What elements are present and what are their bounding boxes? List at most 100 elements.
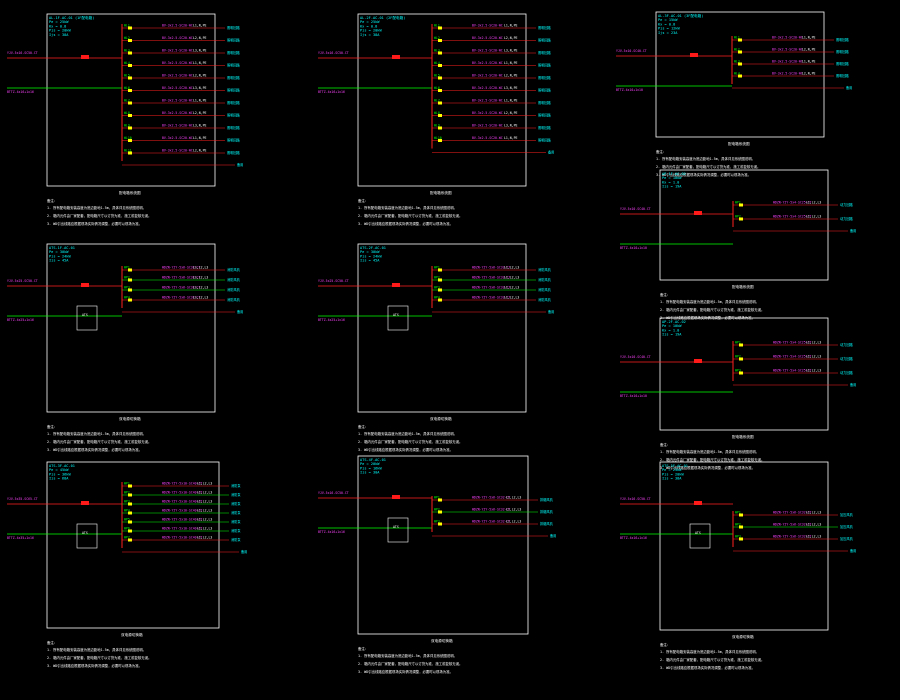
feeder-breaker-icon	[128, 151, 132, 155]
feeder-cable: WDZN-YJY-5x10-SC40-CT	[162, 518, 202, 522]
feeder-phase: L3,N,PE	[504, 86, 518, 90]
panel-frame	[357, 455, 529, 635]
note-line: 2. 箱内元件由厂家配套，配电箱尺寸以订货为准，施工前复核无误。	[656, 164, 760, 169]
feeder-breaker-icon	[128, 502, 132, 506]
feeder-breaker-icon	[128, 89, 132, 92]
panel-frame	[659, 169, 829, 281]
main-breaker-icon	[694, 359, 702, 363]
feeder-cable: BV-3x2.5-SC20-WC	[162, 136, 193, 140]
feeder-cable: WDZN-YJY-5x6-SC32-CT	[773, 535, 811, 539]
secondary-cable-label: BTTZ-4x25+1x16	[7, 318, 34, 322]
feeder-breaker-icon	[438, 64, 442, 67]
feeder-destination: 消防风机	[227, 267, 241, 272]
feeder-breaker-icon	[739, 537, 743, 541]
panel-info-line: ATS-5F-AC-01	[662, 464, 688, 468]
panel-info-line: Ijs = 38A	[662, 477, 682, 481]
spare-label: 备用	[550, 533, 556, 538]
feeder-destination: 消防风机	[538, 267, 552, 272]
feeder-id: WP1	[124, 266, 130, 270]
note-line: 2. 箱内元件由厂家配套，配电箱尺寸以订货为准，施工前复核无误。	[47, 655, 151, 660]
panel-info-line: Ijs = 23A	[658, 31, 678, 35]
panel-info-line: Pe = 25kW	[49, 20, 69, 24]
incoming-cable-label: YJV-5x16-SC50-CT	[7, 51, 38, 55]
feeder-id: WP5	[124, 518, 130, 522]
feeder-breaker-icon	[738, 50, 742, 54]
feeder-id: WL8	[124, 111, 130, 115]
panel-info-line: Kx = 0.8	[49, 24, 66, 28]
feeder-destination: 照明回路	[227, 38, 241, 43]
feeder-breaker-icon	[739, 217, 743, 221]
feeder-phase: L1,L2,L3	[506, 496, 521, 500]
feeder-breaker-icon	[738, 74, 742, 78]
feeder-id: WL3	[734, 60, 740, 64]
feeder-cable: WDZN-YJY-5x6-SC32-CT	[162, 276, 200, 280]
feeder-cable: BV-3x2.5-SC20-WC	[772, 72, 803, 76]
feeder-destination: 照明回路	[227, 63, 241, 68]
feeder-phase: L1,L2,L3	[197, 500, 212, 504]
feeder-cable: BV-3x2.5-SC20-WC	[472, 36, 503, 40]
ats-label: ATS	[695, 531, 701, 535]
feeder-phase: L1,N,PE	[193, 24, 207, 28]
feeder-destination: 消防风机	[538, 277, 552, 282]
notes-title: 备注：	[47, 198, 57, 203]
feeder-breaker-icon	[438, 498, 442, 502]
feeder-phase: L2,N,PE	[193, 36, 207, 40]
panel-title: 双电源切换箱	[430, 416, 452, 421]
feeder-destination: 消防风机	[538, 287, 552, 292]
feeder-breaker-icon	[438, 139, 442, 142]
feeder-id: WP2	[124, 491, 130, 495]
ats-switch-icon	[76, 305, 98, 331]
spare-label: 备用	[850, 548, 856, 553]
note-line: 3. WD引出线路应根据现场实际情况调整，必要时以现场为准。	[47, 221, 142, 226]
feeder-breaker-icon	[438, 114, 442, 117]
feeder-destination: 照明回路	[538, 50, 552, 55]
note-line: 1. 所有配电箱安装高度为底边距地1.5m，具体详见系统图说明。	[358, 205, 457, 210]
panel-info-line: Kx = 0.8	[658, 22, 675, 26]
panel-info-line: Pjs = 36kW	[49, 472, 71, 476]
ats-switch-icon	[387, 517, 409, 543]
feeder-breaker-icon	[438, 126, 442, 130]
panel-info-line: Kx = 0.8	[360, 24, 377, 28]
feeder-breaker-icon	[128, 493, 132, 497]
note-line: 3. WD引出线路应根据现场实际情况调整，必要时以现场为准。	[358, 447, 453, 452]
feeder-phase: L1,N,PE	[193, 136, 207, 140]
panel-info-line: Ijs = 19A	[662, 185, 682, 189]
panel-info-line: Ijs = 45A	[49, 259, 69, 263]
feeder-cable: BV-3x2.5-SC20-WC	[772, 48, 803, 52]
feeder-destination: 消防泵	[231, 492, 241, 497]
feeder-id: WL5	[124, 74, 130, 78]
feeder-phase: L1,L2,L3	[197, 482, 212, 486]
note-line: 2. 箱内元件由厂家配套，配电箱尺寸以订货为准，施工前复核无误。	[358, 439, 462, 444]
ats-label: ATS	[82, 313, 88, 317]
panel-info-line: Ijs = 45A	[360, 259, 380, 263]
feeder-breaker-icon	[739, 203, 743, 207]
notes-title: 备注：	[358, 198, 368, 203]
main-breaker-icon	[694, 211, 702, 215]
feeder-cable: BV-3x2.5-SC20-WC	[162, 86, 193, 90]
feeder-phase: L3,N,PE	[193, 86, 207, 90]
main-breaker-icon	[690, 53, 698, 57]
feeder-id: WL9	[434, 124, 440, 128]
feeder-cable: BV-3x2.5-SC20-WC	[162, 111, 193, 115]
panel-info-line: Ijs = 30A	[360, 471, 380, 475]
feeder-destination: 照明回路	[538, 138, 552, 143]
feeder-id: WP6	[124, 527, 130, 531]
note-line: 3. WD引出线路应根据现场实际情况调整，必要时以现场为准。	[660, 315, 755, 320]
panel-info-line: Pe = 25kW	[662, 468, 682, 472]
panel-frame	[659, 317, 829, 431]
feeder-phase: L2,N,PE	[193, 74, 207, 78]
note-line: 3. WD引出线路应根据现场实际情况调整，必要时以现场为准。	[47, 447, 142, 452]
notes-title: 备注：	[358, 424, 368, 429]
feeder-cable: WDZN-YJY-5x10-SC40-CT	[162, 509, 202, 513]
